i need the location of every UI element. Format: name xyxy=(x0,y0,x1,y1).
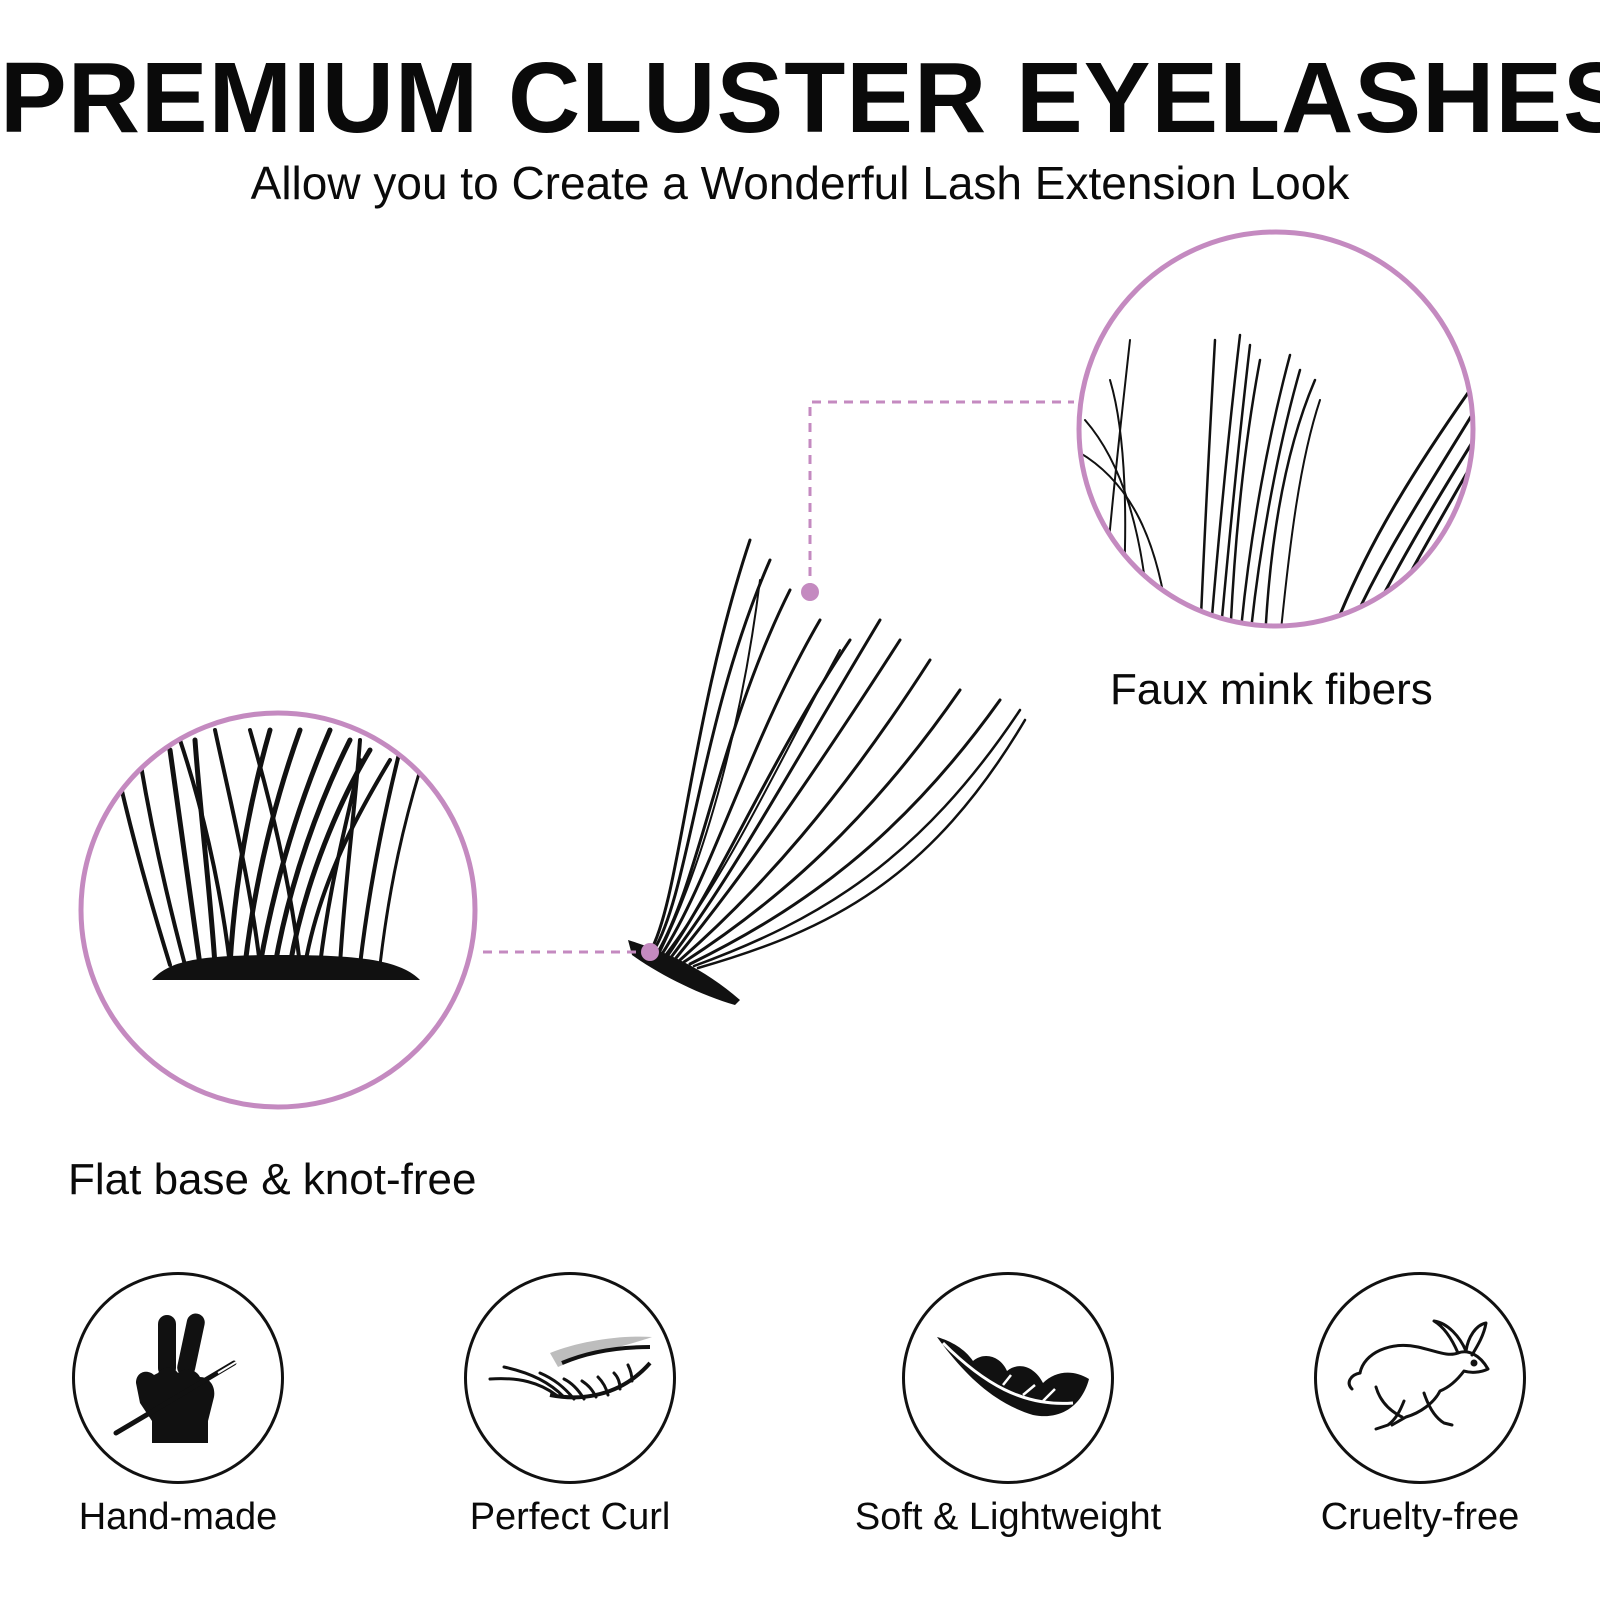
feature-icon feather-icon xyxy=(937,1337,1089,1417)
feature-badge xyxy=(464,1272,676,1484)
page-title: PREMIUM CLUSTER EYELASHES xyxy=(0,42,1600,154)
base-label: Flat base & knot-free xyxy=(68,1155,477,1204)
hand-pencil-icon xyxy=(113,1313,239,1443)
lash-cluster-image xyxy=(648,538,1027,970)
rabbit-icon xyxy=(1347,1319,1490,1431)
fibers-zoom-circle xyxy=(1076,229,1476,629)
connector-dot-left xyxy=(641,943,659,961)
fibers-label: Faux mink fibers xyxy=(1110,665,1433,714)
connector-dot-top xyxy=(801,583,819,601)
eyelash-curl-icon xyxy=(488,1336,652,1401)
feature-cruelty-free: Cruelty-free xyxy=(1230,1272,1600,1536)
callout-connectors xyxy=(483,400,1074,954)
feature-label: Cruelty-free xyxy=(1320,1496,1520,1538)
feature-hand-made: Hand-made xyxy=(0,1272,368,1536)
feature-badge xyxy=(902,1272,1114,1484)
feature-badge xyxy=(72,1272,284,1484)
feature-label: Soft & Lightweight xyxy=(854,1496,1162,1538)
feature-soft-lightweight: Soft & Lightweight xyxy=(818,1272,1198,1536)
flat-base-shape xyxy=(152,955,420,980)
base-zoom-circle xyxy=(78,710,478,1110)
feature-perfect-curl: Perfect Curl xyxy=(380,1272,760,1536)
page-subtitle: Allow you to Create a Wonderful Lash Ext… xyxy=(250,157,1350,209)
feature-label: Perfect Curl xyxy=(469,1496,671,1538)
feature-label: Hand-made xyxy=(78,1496,278,1538)
feature-badge xyxy=(1314,1272,1526,1484)
